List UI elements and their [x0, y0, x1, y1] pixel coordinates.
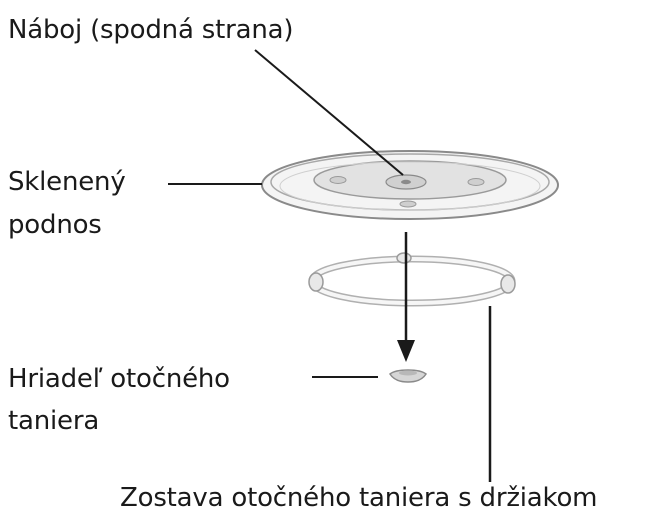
shaft-label-line2: taniera: [8, 406, 100, 436]
glass-tray-label-line1: Sklenený: [8, 167, 126, 197]
coupler-icon: [389, 369, 427, 383]
roller-ring-icon: [308, 252, 516, 307]
glass-tray-icon: [261, 150, 559, 220]
roller-assembly-label: Zostava otočného taniera s držiakom: [120, 483, 598, 513]
hub-leader-line: [254, 49, 404, 176]
shaft-label-line1: Hriadeľ otočného: [8, 364, 230, 394]
assembly-arrowhead: [397, 340, 415, 362]
glass-tray-label-line2: podnos: [8, 210, 102, 240]
hub-label: Náboj (spodná strana): [8, 15, 294, 45]
